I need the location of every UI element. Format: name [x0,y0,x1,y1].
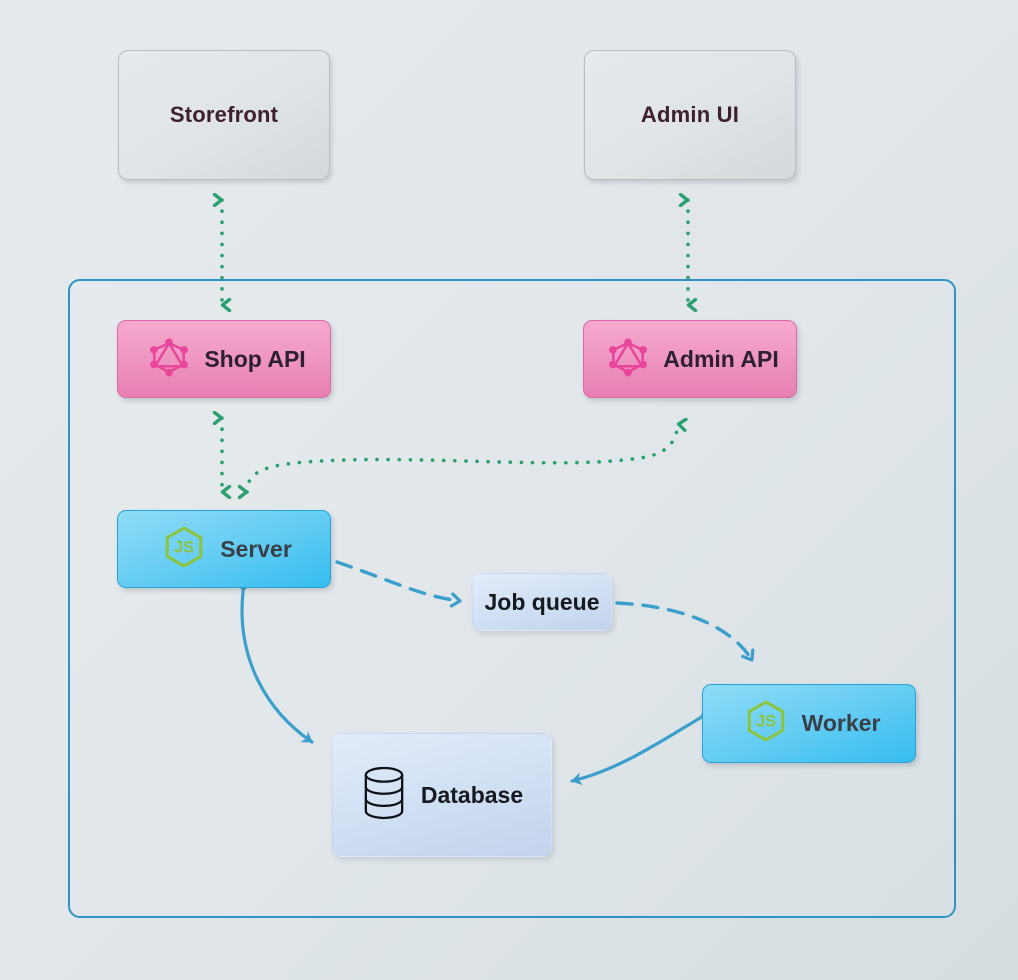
graphql-icon [148,336,190,383]
node-server-label: Server [220,535,292,562]
node-storefront-label: Storefront [169,102,279,127]
node-shop-api[interactable]: Shop API [117,320,331,398]
node-worker-label: Worker [801,710,881,736]
node-database[interactable]: Database [332,733,552,857]
node-job-queue[interactable]: Job queue [472,573,612,631]
svg-text:JS: JS [756,713,776,731]
node-storefront[interactable]: Storefront [118,50,330,180]
node-admin-ui-label: Admin UI [640,102,740,127]
node-shop-api-label: Shop API [204,345,306,372]
node-job-queue-label: Job queue [484,588,600,615]
node-database-label: Database [420,781,524,808]
nodejs-icon: JS [744,699,788,748]
svg-text:JS: JS [174,538,194,556]
node-admin-ui[interactable]: Admin UI [584,50,796,180]
node-admin-api-label: Admin API [663,345,779,372]
node-worker[interactable]: JS Worker [702,684,916,763]
node-admin-api[interactable]: Admin API [583,320,797,398]
nodejs-icon: JS [162,525,206,574]
node-server[interactable]: JS Server [117,510,331,588]
database-icon [361,765,407,826]
graphql-icon [607,336,649,383]
